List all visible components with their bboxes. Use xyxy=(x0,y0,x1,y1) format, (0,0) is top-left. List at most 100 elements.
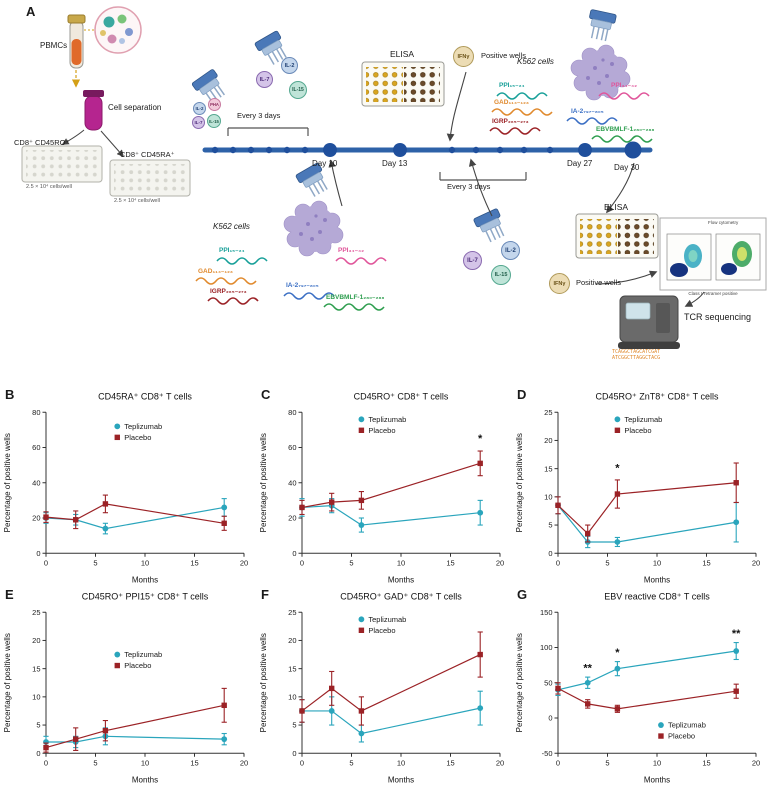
pbmc-tube-icon xyxy=(67,14,95,69)
bracket-every-3-days-1 xyxy=(227,127,309,136)
svg-text:CD45RO⁺ ZnT8⁺ CD8⁺ T cells: CD45RO⁺ ZnT8⁺ CD8⁺ T cells xyxy=(596,391,719,401)
svg-text:0: 0 xyxy=(44,558,48,567)
svg-text:100: 100 xyxy=(540,643,553,652)
svg-text:25: 25 xyxy=(32,607,40,616)
svg-text:0: 0 xyxy=(300,558,304,567)
il15-badge-top: IL-15 xyxy=(289,81,307,99)
svg-text:80: 80 xyxy=(288,408,296,417)
svg-text:Teplizumab: Teplizumab xyxy=(368,614,406,623)
peptide-label-ebv-2: EBVBMLF-1₂₈₀₋₂₈₈ xyxy=(326,294,385,301)
svg-text:150: 150 xyxy=(540,607,553,616)
every-3-days-label-1: Every 3 days xyxy=(237,111,281,120)
svg-text:10: 10 xyxy=(397,758,405,767)
pbmcs-label: PBMCs xyxy=(40,41,68,50)
svg-text:Placebo: Placebo xyxy=(668,731,695,740)
il7-badge-top: IL-7 xyxy=(256,71,273,88)
svg-text:40: 40 xyxy=(32,478,40,487)
svg-text:40: 40 xyxy=(288,478,296,487)
svg-text:15: 15 xyxy=(544,464,552,473)
every-3-days-label-2: Every 3 days xyxy=(447,182,491,191)
svg-text:20: 20 xyxy=(240,558,248,567)
pha-badge-small: PHA xyxy=(208,98,221,111)
svg-text:80: 80 xyxy=(32,408,40,417)
k562-label-2: K562 cells xyxy=(213,222,250,231)
svg-text:20: 20 xyxy=(752,758,760,767)
svg-text:0: 0 xyxy=(548,713,552,722)
panel-g-label: G xyxy=(517,586,528,602)
svg-text:-50: -50 xyxy=(542,748,553,757)
svg-text:Months: Months xyxy=(388,775,414,784)
svg-text:0: 0 xyxy=(556,558,560,567)
svg-text:10: 10 xyxy=(32,692,40,701)
tcr-sequencing-label: TCR sequencing xyxy=(684,312,752,322)
ifng-badge-1: IFNγ xyxy=(453,46,474,67)
il7-badge-mid: IL-7 xyxy=(463,251,482,270)
svg-text:0: 0 xyxy=(292,549,296,558)
peptide-label-ppi15: PPI₁₅₋₂₄ xyxy=(499,82,525,89)
day-30-label: Day 30 xyxy=(614,163,640,172)
sequence-letters: TCAGGCTAGCATCGAT ATCGGCTTAGGCTACG xyxy=(612,349,661,361)
plate-cd45ra-icon xyxy=(109,159,191,197)
svg-text:Months: Months xyxy=(388,575,414,584)
svg-text:15: 15 xyxy=(446,558,454,567)
svg-text:10: 10 xyxy=(653,758,661,767)
svg-text:5: 5 xyxy=(292,720,296,729)
svg-text:Teplizumab: Teplizumab xyxy=(124,422,162,431)
svg-text:20: 20 xyxy=(32,514,40,523)
peptide-squiggles-1 xyxy=(489,92,653,143)
plate-ro-label: CD8⁺ CD45RO⁺ xyxy=(14,138,70,147)
svg-text:Percentage of positive wells: Percentage of positive wells xyxy=(3,433,12,532)
arrow-flow-to-sequencer xyxy=(684,291,705,307)
svg-text:15: 15 xyxy=(288,664,296,673)
svg-text:5: 5 xyxy=(93,758,97,767)
ifng-badge-2: IFNγ xyxy=(549,273,570,294)
peptide-label-ebv: EBVBMLF-1₂₈₀₋₂₈₈ xyxy=(596,126,655,133)
svg-text:15: 15 xyxy=(190,758,198,767)
peptide-label-igrp: IGRP₂₆₅₋₂₇₃ xyxy=(492,118,529,125)
panel-b-label: B xyxy=(5,387,15,402)
svg-text:15: 15 xyxy=(32,664,40,673)
svg-text:Placebo: Placebo xyxy=(368,426,395,435)
svg-text:15: 15 xyxy=(702,558,710,567)
arrow-to-ra-plate xyxy=(100,130,124,158)
svg-text:CD45RA⁺ CD8⁺ T cells: CD45RA⁺ CD8⁺ T cells xyxy=(98,391,192,401)
svg-text:CD45RO⁺ GAD⁺ CD8⁺ T cells: CD45RO⁺ GAD⁺ CD8⁺ T cells xyxy=(340,591,462,601)
plate-ro-cells-per-well: 2.5 × 10⁴ cells/well xyxy=(26,184,72,190)
svg-text:*: * xyxy=(478,433,483,445)
pipette-icon-3 xyxy=(584,8,618,43)
k562-cells-icon-1 xyxy=(570,44,631,101)
panel-a-label: A xyxy=(26,4,36,19)
svg-text:60: 60 xyxy=(288,443,296,452)
svg-text:0: 0 xyxy=(292,748,296,757)
svg-text:Teplizumab: Teplizumab xyxy=(624,415,662,424)
plate-cd45ro-icon xyxy=(21,145,103,183)
svg-text:10: 10 xyxy=(141,558,149,567)
pbmc-cells-inset xyxy=(94,6,142,54)
svg-text:Placebo: Placebo xyxy=(624,426,651,435)
bracket-every-3-days-2 xyxy=(439,172,527,181)
svg-text:**: ** xyxy=(732,627,741,639)
svg-text:5: 5 xyxy=(548,521,552,530)
svg-text:5: 5 xyxy=(349,558,353,567)
svg-text:Months: Months xyxy=(644,775,670,784)
elisa-label-2: ELISA xyxy=(604,202,629,212)
svg-text:15: 15 xyxy=(702,758,710,767)
svg-text:*: * xyxy=(615,646,620,658)
peptide-label-ia2-2: IA-2₇₉₇₋₈₀₅ xyxy=(286,282,319,289)
svg-text:0: 0 xyxy=(36,549,40,558)
svg-text:Placebo: Placebo xyxy=(124,661,151,670)
svg-text:Teplizumab: Teplizumab xyxy=(668,720,706,729)
svg-text:20: 20 xyxy=(288,636,296,645)
timeline xyxy=(202,141,653,159)
day-27-label: Day 27 xyxy=(567,159,593,168)
flow-cytometry-inset xyxy=(659,217,767,291)
svg-text:Teplizumab: Teplizumab xyxy=(124,650,162,659)
